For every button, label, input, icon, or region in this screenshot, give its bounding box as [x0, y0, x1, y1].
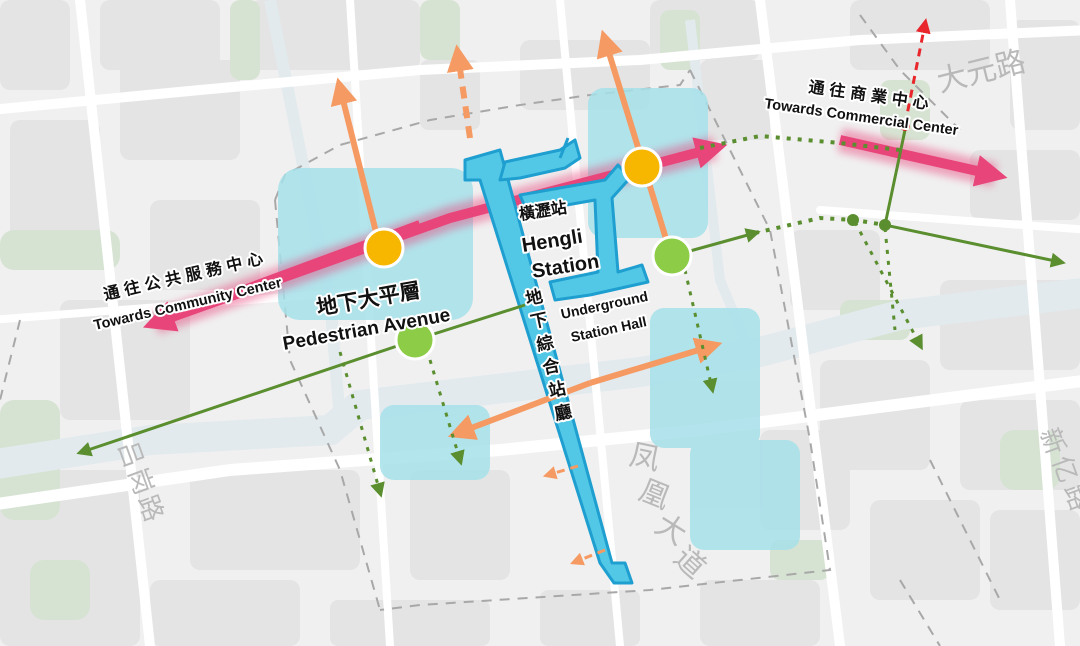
plot-east [650, 308, 760, 448]
green-arrow-southwest [76, 338, 416, 457]
red-node [900, 121, 910, 131]
yellow-node-east [621, 146, 663, 188]
orange-arrow-west [447, 380, 592, 440]
yellow-nodes [363, 146, 663, 269]
plot-southeast [690, 440, 800, 550]
station-hall-corridor [463, 148, 634, 585]
orange-dashed-north [446, 44, 474, 139]
green-node-west [394, 319, 436, 361]
plot-southwest [380, 405, 490, 480]
green-nodes [394, 235, 693, 361]
station-north-link [498, 138, 582, 182]
underground-station [463, 137, 650, 585]
green-arrow-far-east [884, 223, 1066, 268]
green-junction-node [879, 219, 891, 231]
green-node-east [651, 235, 693, 277]
orange-arrow-north-west [330, 77, 383, 249]
yellow-node-west [363, 227, 405, 269]
road-name-phoenix-1: 凤 [626, 438, 663, 478]
red-dashed-arrow [903, 18, 931, 126]
green-network [76, 129, 1066, 498]
green-junction-node [847, 214, 859, 226]
orange-arrow-east [589, 337, 723, 386]
